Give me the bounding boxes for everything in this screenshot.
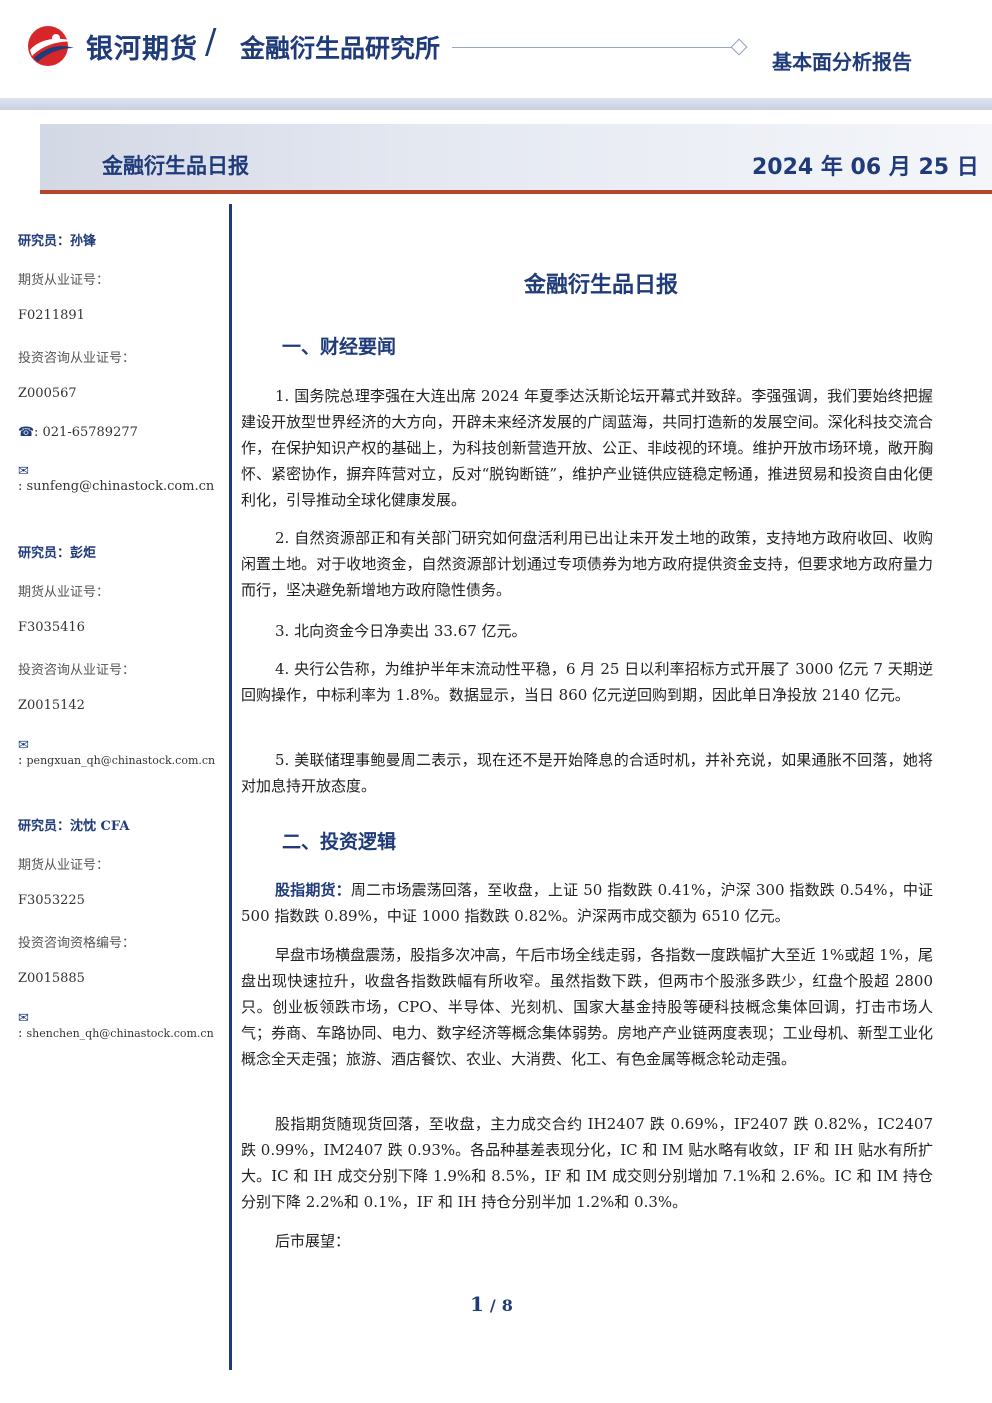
diamond-ornament-icon — [730, 38, 748, 56]
consult-cert-id: Z0015885 — [18, 971, 85, 986]
email-link[interactable]: sunfeng@chinastock.com.cn — [26, 479, 215, 494]
futures-cert-id: F0211891 — [18, 308, 85, 323]
news-item: 3. 北向资金今日净卖出 33.67 亿元。 — [275, 622, 527, 640]
consult-cert-label: 投资咨询资格编号： — [18, 936, 136, 951]
futures-cert-label: 期货从业证号： — [18, 585, 110, 600]
analyst-email: ✉: pengxuan_qh@chinastock.com.cn — [18, 738, 216, 768]
page-number: 1 / 8 — [470, 1292, 513, 1316]
header-stripe — [0, 98, 992, 110]
email-icon: ✉ — [18, 1011, 29, 1026]
futures-cert-id: F3035416 — [18, 620, 85, 635]
email-link[interactable]: shenchen_qh@chinastock.com.cn — [26, 1027, 214, 1040]
news-item: 2. 自然资源部正和有关部门研究如何盘活利用已出让未开发土地的政策，支持地方政府… — [241, 529, 933, 599]
banner-accent-line — [40, 190, 992, 194]
institute-name: 金融衍生品研究所 — [240, 34, 441, 63]
section-heading-news: 一、财经要闻 — [282, 336, 397, 358]
analyst-name: 研究员：沈忱 CFA — [18, 819, 130, 834]
report-type: 基本面分析报告 — [772, 50, 912, 74]
futures-cert-label: 期货从业证号： — [18, 858, 110, 873]
page-header: 银河期货 / 金融衍生品研究所 基本面分析报告 — [0, 0, 992, 112]
market-review-paragraph: 早盘市场横盘震荡，股指多次冲高，午后市场全线走弱，各指数一度跌幅扩大至近 1%或… — [241, 946, 933, 1068]
email-link[interactable]: pengxuan_qh@chinastock.com.cn — [26, 754, 216, 767]
news-item: 1. 国务院总理李强在大连出席 2024 年夏季达沃斯论坛开幕式并致辞。李强强调… — [241, 387, 933, 509]
total-pages: 8 — [501, 1296, 513, 1315]
analyst-name: 研究员：孙锋 — [18, 234, 97, 249]
analyst-email: ✉: shenchen_qh@chinastock.com.cn — [18, 1011, 214, 1041]
index-futures-label: 股指期货： — [275, 881, 351, 899]
brand-name: 银河期货 — [86, 34, 198, 65]
email-icon: ✉ — [18, 464, 29, 479]
news-item: 5. 美联储理事鲍曼周二表示，现在还不是开始降息的合适时机，并补充说，如果通胀不… — [241, 751, 933, 795]
consult-cert-id: Z0015142 — [18, 698, 85, 713]
phone-icon: ☎ — [18, 425, 35, 440]
analyst-phone: ☎: 021-65789277 — [18, 425, 138, 440]
consult-cert-label: 投资咨询从业证号： — [18, 663, 136, 678]
document-title: 金融衍生品日报 — [523, 273, 678, 298]
consult-cert-label: 投资咨询从业证号： — [18, 351, 136, 366]
futures-cert-id: F3053225 — [18, 893, 85, 908]
current-page: 1 — [470, 1292, 484, 1316]
index-futures-summary: 股指期货：周二市场震荡回落，至收盘，上证 50 指数跌 0.41%，沪深 300… — [241, 877, 933, 929]
news-item: 4. 央行公告称，为维护半年末流动性平稳，6 月 25 日以利率招标方式开展了 … — [241, 660, 933, 704]
brand-separator: / — [205, 22, 217, 62]
banner-title: 金融衍生品日报 — [102, 154, 249, 178]
futures-review-paragraph: 股指期货随现货回落，至收盘，主力成交合约 IH2407 跌 0.69%，IF24… — [241, 1115, 933, 1211]
futures-cert-label: 期货从业证号： — [18, 273, 110, 288]
sidebar-divider — [229, 204, 232, 1370]
galaxy-logo-icon — [28, 26, 76, 66]
analyst-name: 研究员：彭炬 — [18, 546, 97, 561]
report-date: 2024 年 06 月 25 日 — [752, 155, 979, 180]
title-banner — [40, 124, 992, 194]
email-icon: ✉ — [18, 738, 29, 753]
outlook-label: 后市展望： — [275, 1232, 351, 1250]
section-heading-logic: 二、投资逻辑 — [282, 831, 397, 853]
header-divider — [452, 47, 732, 48]
phone-number[interactable]: 021-65789277 — [42, 425, 138, 440]
index-futures-text: 周二市场震荡回落，至收盘，上证 50 指数跌 0.41%，沪深 300 指数跌 … — [241, 881, 933, 925]
page-separator: / — [489, 1296, 496, 1315]
consult-cert-id: Z000567 — [18, 386, 77, 401]
analyst-email: ✉: sunfeng@chinastock.com.cn — [18, 464, 215, 494]
